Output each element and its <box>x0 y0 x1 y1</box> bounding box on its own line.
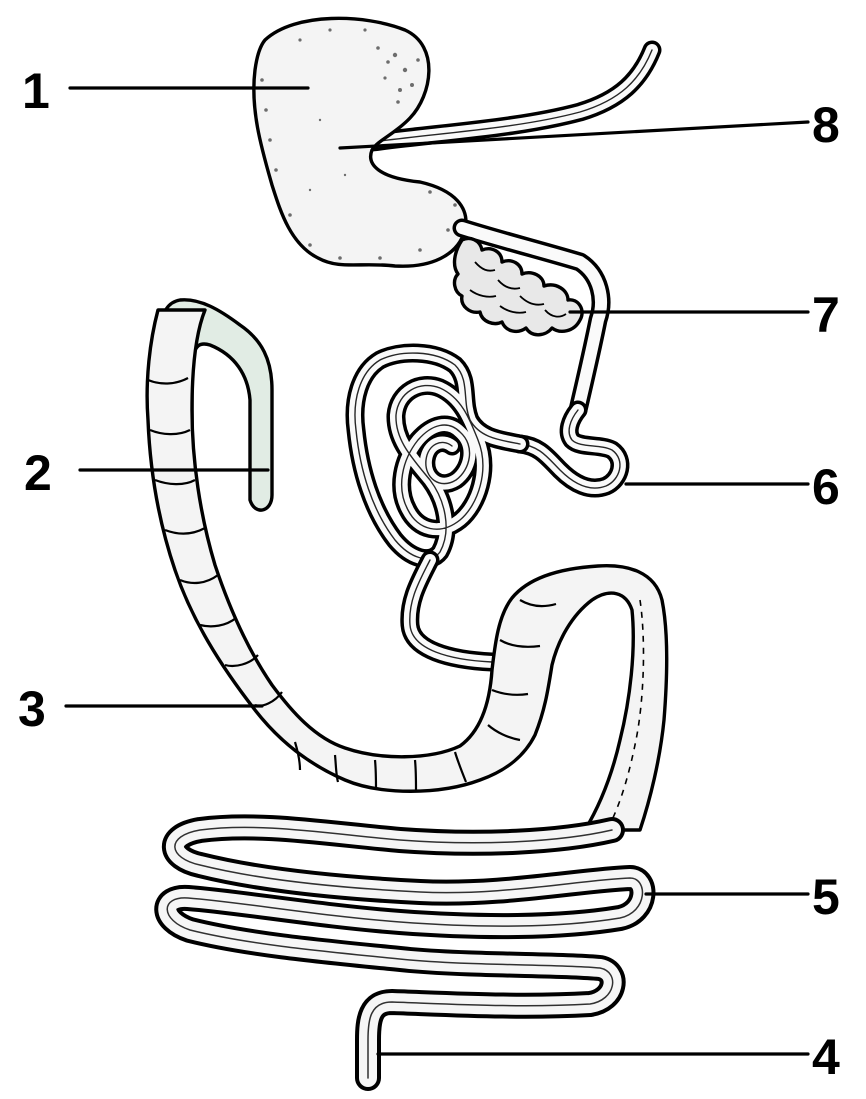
rectum <box>167 827 642 1078</box>
pancreas <box>455 228 601 410</box>
label-8: 8 <box>812 97 840 153</box>
label-4: 4 <box>812 1029 840 1085</box>
label-5: 5 <box>812 869 840 925</box>
small-intestine <box>355 353 520 662</box>
label-2: 2 <box>24 445 52 501</box>
label-3: 3 <box>18 681 46 737</box>
duodenum <box>520 410 620 488</box>
label-7: 7 <box>812 287 840 343</box>
label-6: 6 <box>812 459 840 515</box>
label-1: 1 <box>22 63 50 119</box>
